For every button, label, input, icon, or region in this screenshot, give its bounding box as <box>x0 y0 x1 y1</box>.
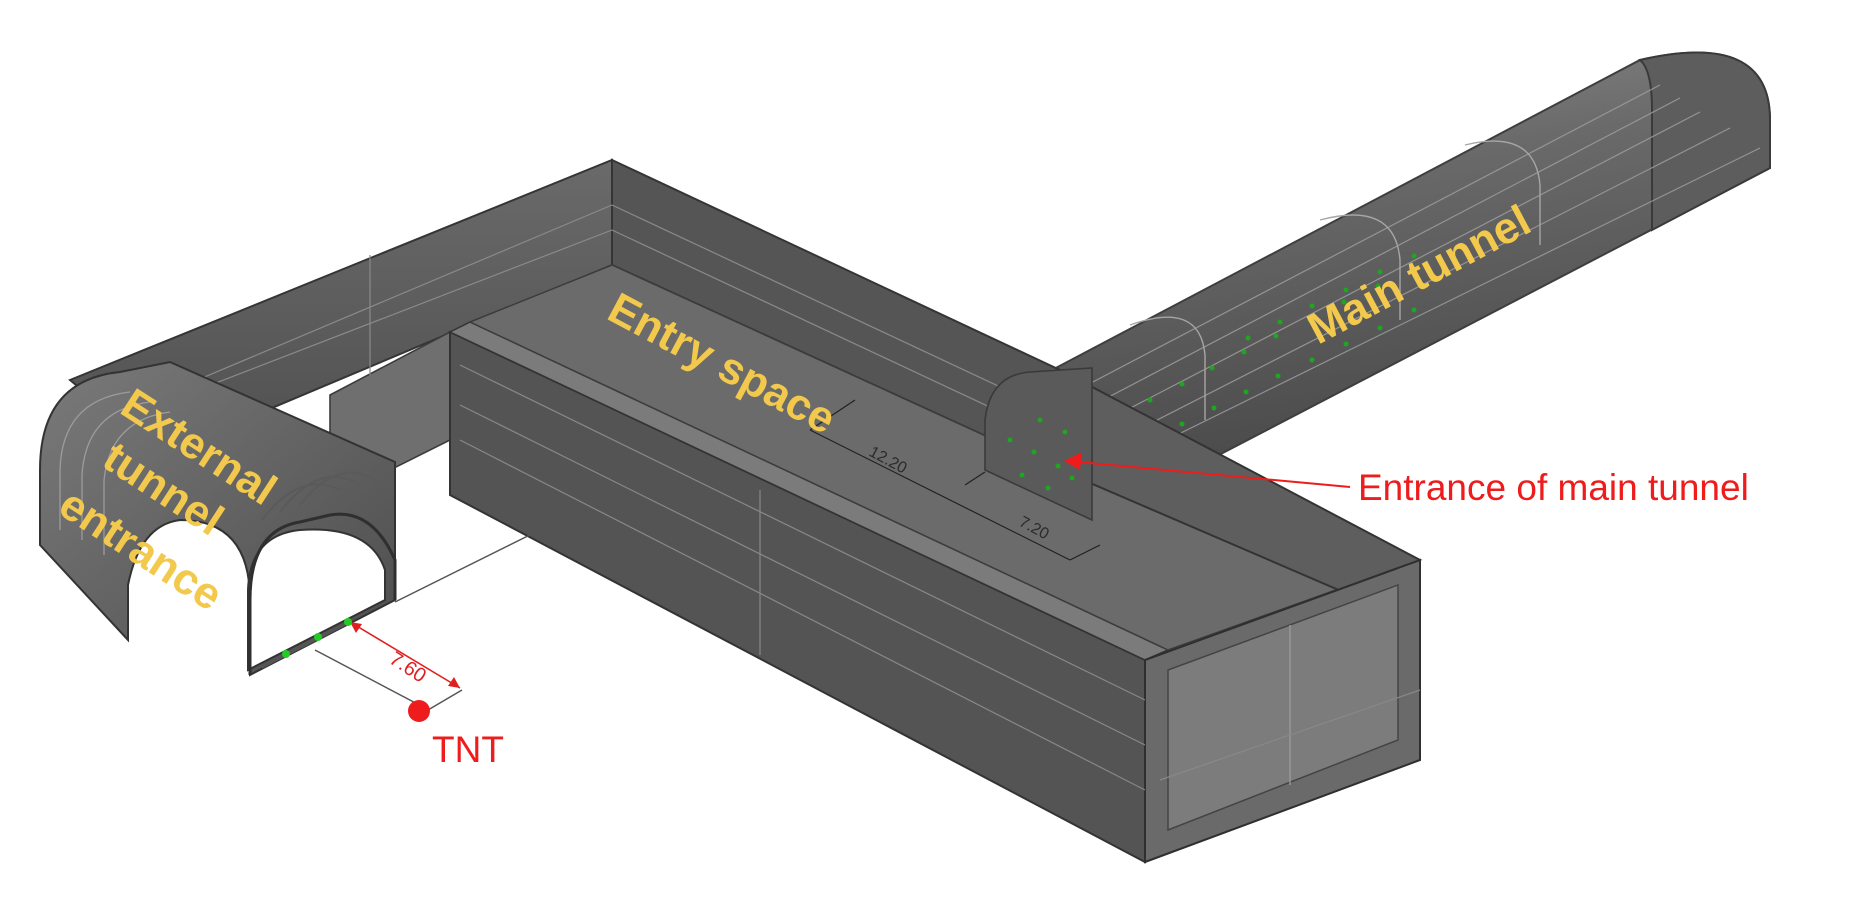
green-marker-3 <box>344 618 352 626</box>
external-tunnel-entrance <box>39 360 397 677</box>
standoff-dimension-label: 7.60 <box>385 648 430 688</box>
main-tunnel-entrance-arch <box>984 367 1093 522</box>
entry-dimension-lines <box>809 399 1101 561</box>
entry-space <box>448 264 1423 864</box>
green-marker-1 <box>282 650 290 658</box>
entrance-of-main-tunnel-label: Entrance of main tunnel <box>1358 467 1749 508</box>
arch-opening <box>247 528 386 672</box>
tnt-label: TNT <box>432 729 504 770</box>
standoff-reference-line <box>394 519 561 603</box>
tnt-marker <box>408 700 430 722</box>
main-tunnel <box>1050 51 1771 471</box>
entrance-sensor-points <box>1007 417 1075 491</box>
green-marker-2 <box>314 633 322 641</box>
entrance-arrow <box>1064 452 1351 488</box>
